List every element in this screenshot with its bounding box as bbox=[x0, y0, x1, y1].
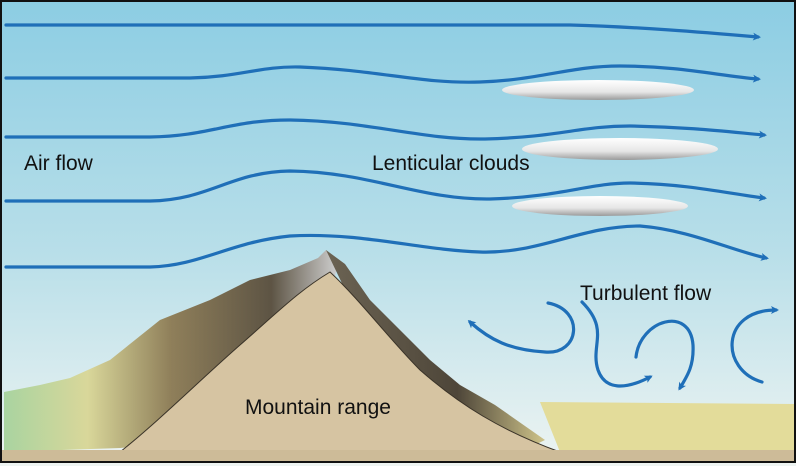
flow-arrow-1 bbox=[4, 23, 761, 41]
lenticular-clouds bbox=[502, 80, 718, 216]
label-air-flow: Air flow bbox=[24, 152, 94, 175]
label-lenticular-clouds: Lenticular clouds bbox=[372, 152, 530, 175]
mountain-cross-section bbox=[118, 271, 561, 453]
cloud-2 bbox=[522, 138, 718, 160]
label-turbulent-flow: Turbulent flow bbox=[580, 282, 712, 305]
plain-right bbox=[540, 402, 796, 455]
eddy-arrow-4 bbox=[730, 306, 779, 384]
eddy-arrow-1 bbox=[467, 301, 576, 354]
mountain-range bbox=[2, 250, 796, 462]
flow-arrow-5 bbox=[4, 224, 769, 269]
air-flow-lines bbox=[4, 23, 769, 269]
flow-arrow-2 bbox=[4, 64, 761, 84]
label-mountain-range: Mountain range bbox=[245, 396, 391, 419]
flow-arrow-4 bbox=[4, 169, 767, 203]
flow-arrow-3 bbox=[4, 118, 767, 141]
ground-base bbox=[2, 450, 794, 462]
cloud-3 bbox=[512, 196, 688, 216]
eddy-arrow-2 bbox=[580, 300, 653, 388]
cloud-1 bbox=[502, 80, 694, 100]
mountain-left-slope bbox=[4, 250, 338, 452]
eddy-arrow-3 bbox=[634, 319, 695, 391]
turbulent-flow-arrows bbox=[467, 300, 779, 391]
